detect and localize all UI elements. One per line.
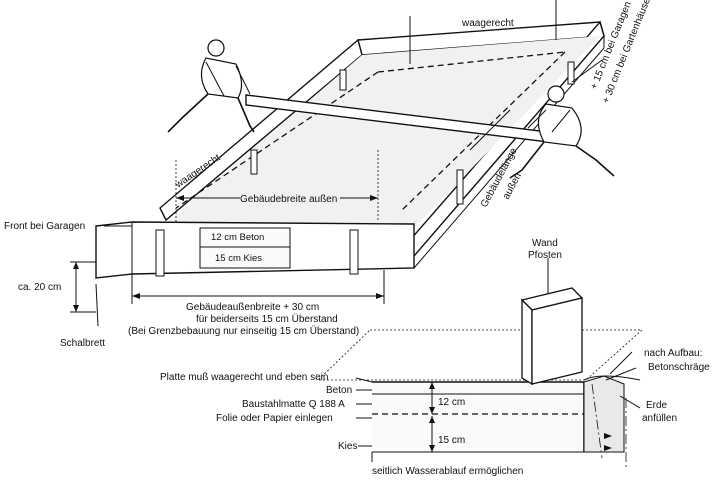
label-beton-12: 12 cm Beton — [211, 232, 264, 243]
label-front-garagen: Front bei Garagen — [4, 221, 85, 232]
label-sec-15cm: 15 cm — [438, 435, 465, 446]
worker-figure-right — [509, 85, 615, 179]
label-kies-15: 15 cm Kies — [215, 253, 262, 264]
label-wasserablauf: seitlich Wasserablauf ermöglichen — [372, 466, 523, 477]
worker-figure-left — [167, 39, 255, 133]
label-breite-line3: (Bei Grenzbebauung nur einseitig 15 cm Ü… — [128, 325, 359, 337]
label-gebaeudebreite: Gebäudebreite außen — [240, 194, 337, 205]
label-folie: Folie oder Papier einlegen — [216, 413, 333, 424]
stakes — [155, 61, 575, 277]
label-breite-line1: Gebäudeaußenbreite + 30 cm — [186, 302, 319, 313]
label-breite-line2: für beiderseits 15 cm Überstand — [196, 313, 338, 325]
label-platte-waagerecht: Platte muß waagerecht und eben sein — [160, 372, 328, 383]
label-pfosten: Pfosten — [528, 250, 562, 261]
label-beton: Beton — [326, 385, 352, 396]
label-nach-aufbau: nach Aufbau: — [644, 348, 702, 359]
wall-post — [520, 258, 584, 386]
label-waagerecht-top: waagerecht — [461, 18, 514, 29]
label-sec-12cm: 12 cm — [438, 397, 465, 408]
label-ca-20cm: ca. 20 cm — [18, 282, 61, 293]
label-baustahlmatte: Baustahlmatte Q 188 A — [242, 399, 345, 410]
label-betonschraege: Betonschräge — [648, 362, 710, 373]
cross-section-detail — [317, 258, 644, 470]
label-erde-2: anfüllen — [642, 413, 677, 424]
label-wand: Wand — [532, 238, 558, 249]
formwork-illustration — [70, 0, 615, 327]
label-erde-1: Erde — [646, 400, 668, 411]
label-schalbrett: Schalbrett — [60, 338, 105, 349]
label-kies: Kies — [338, 441, 357, 452]
